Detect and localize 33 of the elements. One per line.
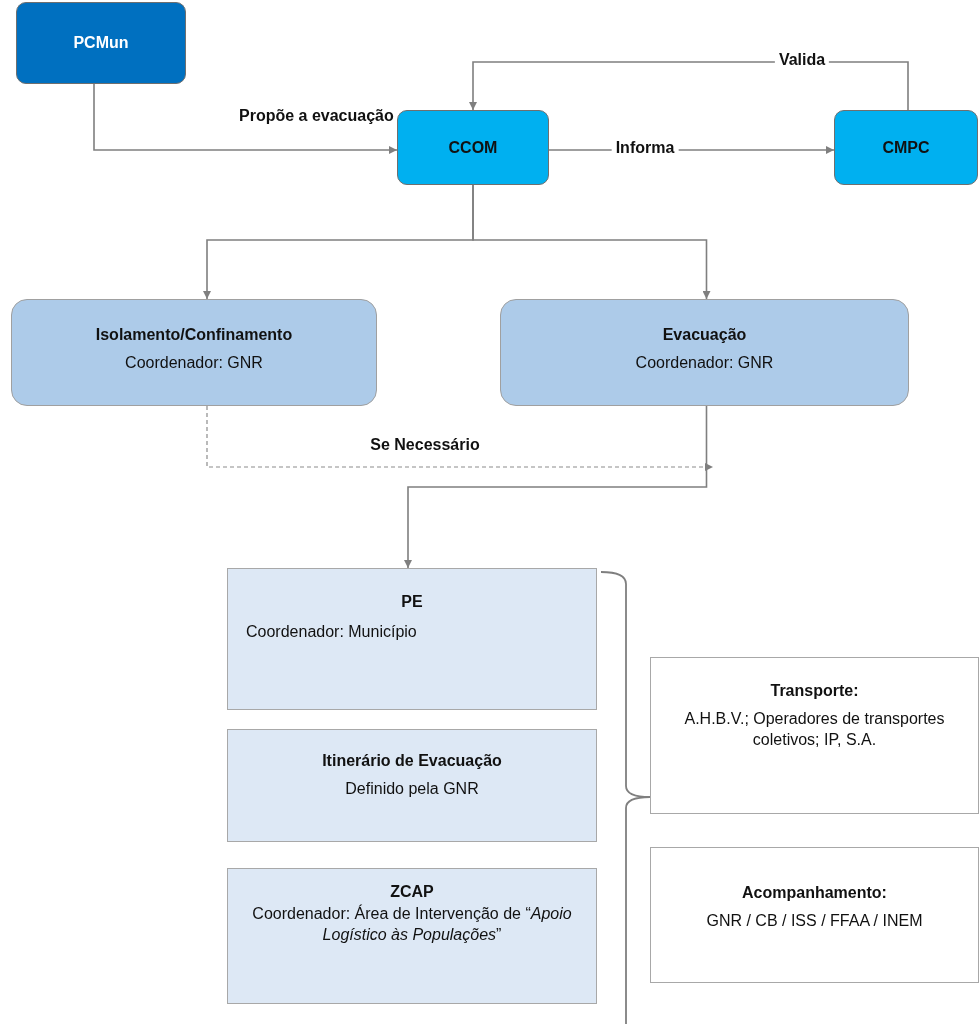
info-box bbox=[227, 868, 597, 1004]
process-box bbox=[16, 2, 186, 84]
arrow bbox=[404, 405, 708, 569]
process-box bbox=[397, 110, 549, 185]
arrow bbox=[469, 61, 909, 111]
info-box bbox=[227, 568, 597, 710]
process-box bbox=[11, 299, 377, 406]
box-heading: Isolamento/Confinamento bbox=[95, 325, 293, 345]
box-text: A.H.B.V.; Operadores de transportes coletivos; IP, S.A. bbox=[683, 708, 946, 751]
box-label: PCMun bbox=[73, 33, 129, 54]
info-box bbox=[227, 729, 597, 842]
info-box bbox=[650, 657, 979, 814]
box-heading: Evacuação bbox=[662, 325, 747, 345]
info-box bbox=[650, 847, 979, 983]
arrow bbox=[472, 184, 711, 300]
box-text: GNR / CB / ISS / FFAA / INEM bbox=[706, 910, 923, 931]
arrow bbox=[93, 83, 398, 154]
box-text: Coordenador: GNR bbox=[125, 352, 263, 373]
box-text: Coordenador: GNR bbox=[635, 352, 774, 373]
box-heading: Itinerário de Evacuação bbox=[322, 751, 502, 771]
edge-label: Propõe a evacuação bbox=[238, 107, 395, 125]
arrow bbox=[206, 405, 714, 471]
process-box bbox=[834, 110, 978, 185]
box-text: Coordenador: Área de Intervenção de “Apoio Logístico às Populações” bbox=[252, 903, 572, 946]
process-box bbox=[500, 299, 909, 406]
box-heading: Transporte: bbox=[770, 681, 859, 701]
box-text: Definido pela GNR bbox=[345, 778, 479, 799]
box-heading: Acompanhamento: bbox=[742, 883, 887, 903]
box-label: CCOM bbox=[448, 137, 498, 158]
box-text: Coordenador: Município bbox=[245, 621, 417, 642]
box-heading: ZCAP bbox=[390, 882, 434, 902]
box-heading: PE bbox=[401, 592, 423, 612]
box-label: CMPC bbox=[882, 137, 930, 158]
